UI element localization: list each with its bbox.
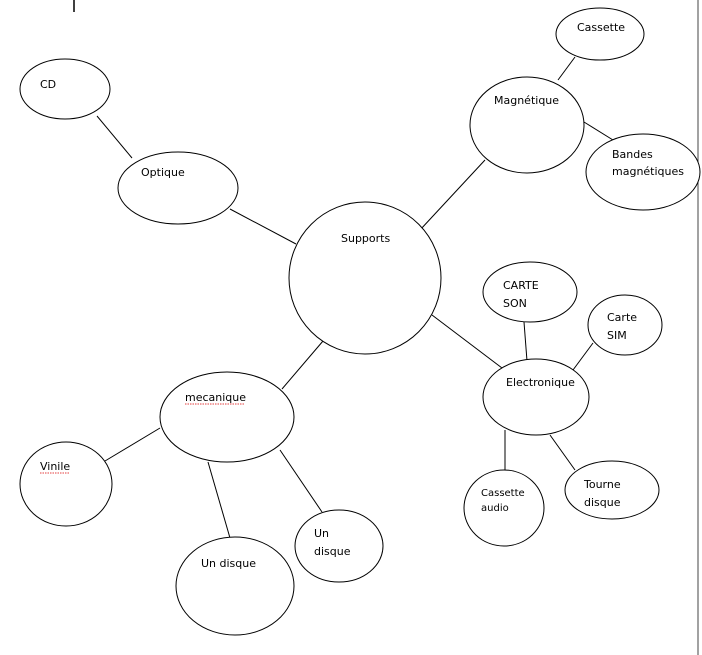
node-carte-sim[interactable]: Carte SIM xyxy=(587,294,663,356)
node-supports[interactable]: Supports xyxy=(288,201,442,355)
node-label: Optique xyxy=(141,166,185,179)
connector-magnetique-cassette xyxy=(557,56,576,81)
node-label: Un xyxy=(314,527,329,540)
connector-supports-mecanique xyxy=(281,340,324,390)
connector-carteson-electronique xyxy=(523,321,528,362)
node-bandes-magnetiques[interactable]: Bandes magnétiques xyxy=(585,133,701,211)
node-label: Bandes xyxy=(612,148,653,161)
connector-electronique-tourne xyxy=(549,434,576,471)
node-vinile[interactable]: Vinile xyxy=(19,441,113,527)
node-label: Tourne xyxy=(583,478,621,491)
node-electronique[interactable]: Electronique xyxy=(482,358,590,436)
connector-mecanique-undisque xyxy=(207,461,231,539)
node-label: SON xyxy=(503,297,527,310)
node-label: Carte xyxy=(607,311,637,324)
connector-cartesim-electronique xyxy=(572,342,594,371)
connectors xyxy=(96,56,614,539)
node-label: mecanique xyxy=(185,391,246,404)
node-label: Electronique xyxy=(506,376,575,389)
node-un-disque-2[interactable]: Un disque xyxy=(294,509,384,583)
node-label: audio xyxy=(481,503,509,514)
node-label: disque xyxy=(584,496,621,509)
node-label: Cassette xyxy=(481,488,525,499)
node-magnetique[interactable]: Magnétique xyxy=(469,76,585,174)
node-label: SIM xyxy=(607,329,627,342)
node-cassette[interactable]: Cassette xyxy=(555,7,645,61)
connector-mecanique-vinile xyxy=(104,427,161,462)
node-label: Magnétique xyxy=(494,94,559,107)
node-label: magnétiques xyxy=(612,165,684,178)
connector-magnetique-bandes xyxy=(583,121,614,141)
node-carte-son[interactable]: CARTE SON xyxy=(482,261,578,323)
node-label: Supports xyxy=(341,232,390,245)
connector-mecanique-undisque2 xyxy=(279,449,323,513)
node-label: disque xyxy=(314,545,351,558)
node-label: CD xyxy=(40,78,56,91)
connector-optique-supports xyxy=(229,208,297,245)
node-un-disque[interactable]: Un disque xyxy=(175,536,295,636)
node-optique[interactable]: Optique xyxy=(117,151,239,225)
node-mecanique[interactable]: mecanique xyxy=(159,371,295,463)
connector-supports-magnetique xyxy=(419,159,486,231)
node-cd[interactable]: CD xyxy=(19,58,111,120)
node-label: Un disque xyxy=(201,557,256,570)
connector-cd-optique xyxy=(96,115,133,159)
node-label: Vinile xyxy=(40,460,70,473)
node-label: CARTE xyxy=(503,279,539,292)
node-tourne-disque[interactable]: Tourne disque xyxy=(564,460,660,520)
connector-supports-electronique xyxy=(431,314,503,369)
node-cassette-audio[interactable]: Cassette audio xyxy=(463,469,545,547)
node-label: Cassette xyxy=(577,21,625,34)
